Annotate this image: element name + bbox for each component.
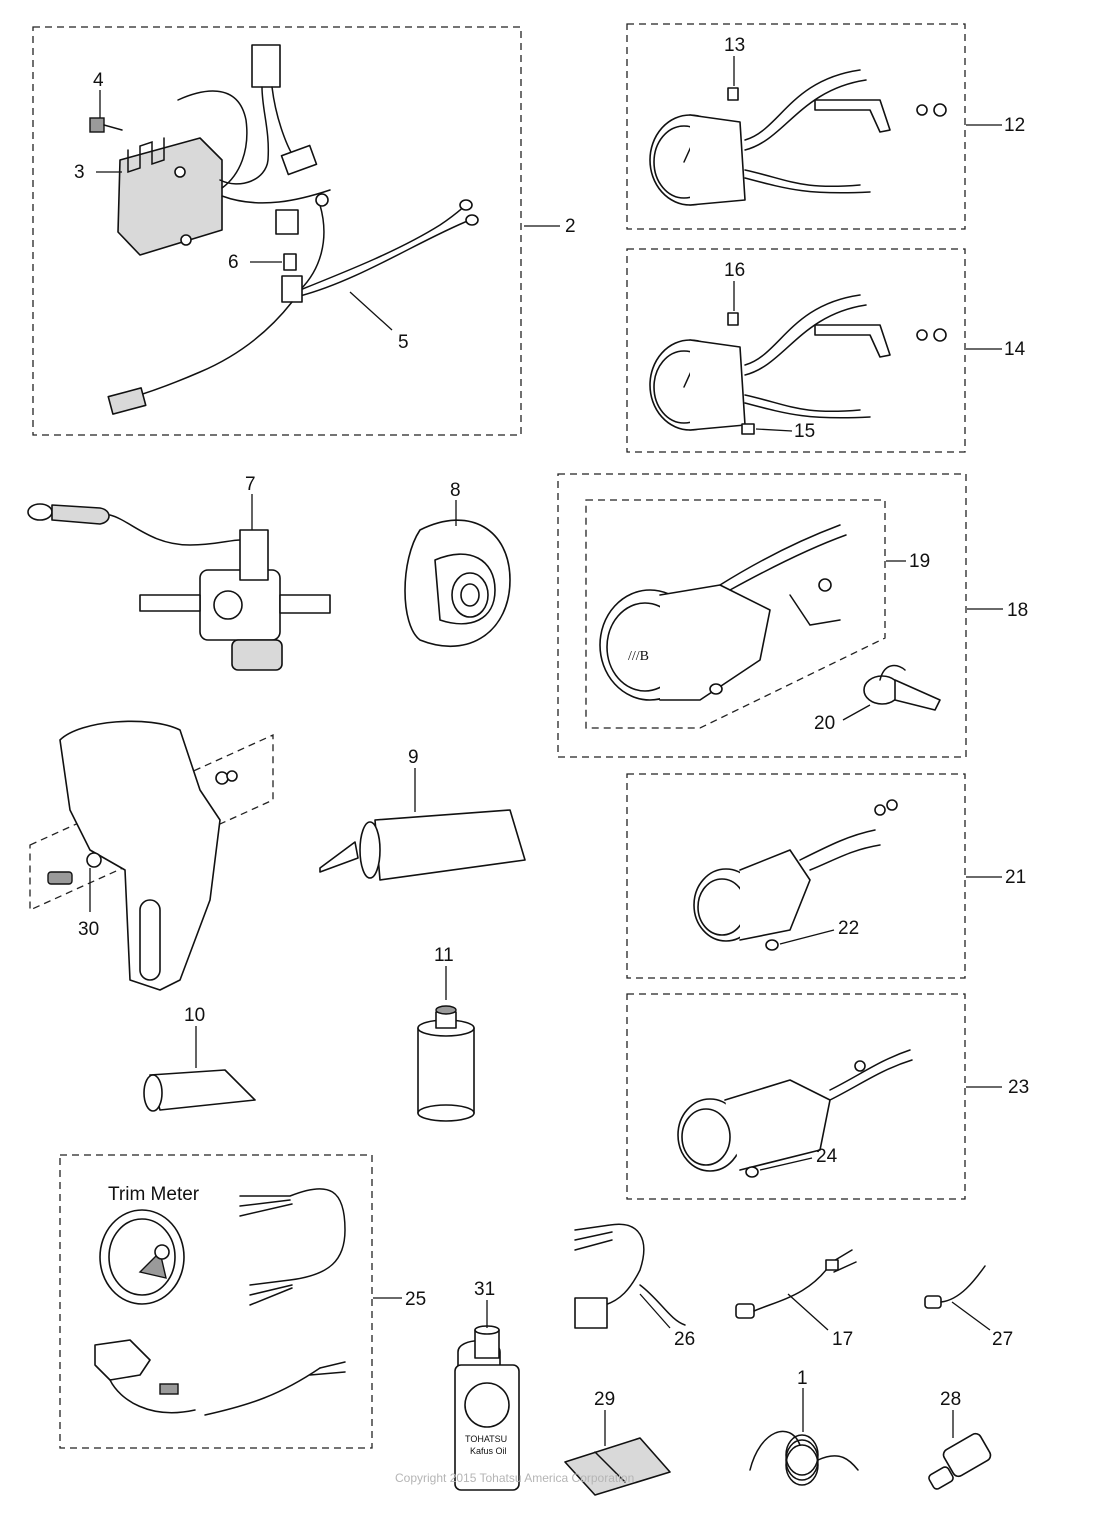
bracket-30 xyxy=(47,720,238,991)
callout-6: 6 xyxy=(228,252,239,273)
wire-harness xyxy=(107,44,479,415)
sensor-27 xyxy=(924,1265,986,1309)
trim-meter-caption: Trim Meter xyxy=(108,1184,200,1205)
callout-3: 3 xyxy=(74,162,85,183)
callout-25: 25 xyxy=(405,1289,426,1310)
assembly-box-25 xyxy=(59,1154,373,1449)
callout-22: 22 xyxy=(838,918,859,939)
callout-20: 20 xyxy=(814,713,835,734)
spring-1 xyxy=(749,1430,859,1486)
callout-10: 10 xyxy=(184,1005,205,1026)
assembly-box-18 xyxy=(557,473,967,758)
callout-23: 23 xyxy=(1008,1077,1029,1098)
panel-plate-8 xyxy=(404,519,511,648)
callout-4: 4 xyxy=(93,70,104,91)
gauge-23 xyxy=(677,1049,913,1178)
gauge-14 xyxy=(649,294,947,435)
callout-11: 11 xyxy=(434,945,454,966)
callout-31: 31 xyxy=(474,1279,495,1300)
sheet-29 xyxy=(564,1437,671,1496)
callout-9: 9 xyxy=(408,747,419,768)
can-label-line1: TOHATSU xyxy=(465,1434,507,1444)
can-label-line2: Kafus Oil xyxy=(470,1446,507,1456)
assembly-box-23 xyxy=(626,993,966,1200)
callout-12: 12 xyxy=(1004,115,1025,136)
copyright-watermark: Copyright 2015 Tohatsu America Corporati… xyxy=(395,1471,634,1485)
callout-26: 26 xyxy=(674,1329,695,1350)
callout-15: 15 xyxy=(794,421,815,442)
callout-17: 17 xyxy=(832,1329,853,1350)
bolt-4 xyxy=(89,117,123,133)
callout-14: 14 xyxy=(1004,339,1026,360)
cable-17 xyxy=(735,1249,857,1319)
callout-27: 27 xyxy=(992,1329,1013,1350)
gauge-12 xyxy=(649,69,947,206)
callout-8: 8 xyxy=(450,480,461,501)
assembly-box-12 xyxy=(626,23,966,230)
oil-can-31 xyxy=(454,1325,520,1491)
small-tube-10 xyxy=(143,1069,256,1112)
plug-28 xyxy=(928,1432,992,1490)
key-switch-7 xyxy=(27,503,331,671)
callout-16: 16 xyxy=(724,260,745,281)
callout-5: 5 xyxy=(398,332,409,353)
callout-1: 1 xyxy=(797,1368,808,1389)
callout-29: 29 xyxy=(594,1389,615,1410)
grease-tube-9 xyxy=(319,809,526,881)
oil-can-11 xyxy=(417,1005,475,1122)
callout-30: 30 xyxy=(78,919,99,940)
callout-24: 24 xyxy=(816,1146,838,1167)
gauge-logo-18: ///B xyxy=(628,649,649,664)
callout-13: 13 xyxy=(724,35,745,56)
callout-21: 21 xyxy=(1005,867,1026,888)
leader-lines xyxy=(89,56,1003,1446)
gauge-21 xyxy=(693,799,898,951)
gauge-18 xyxy=(599,524,847,701)
rectifier-regulator xyxy=(117,137,223,256)
callout-7: 7 xyxy=(245,474,256,495)
assembly-box-14 xyxy=(626,248,966,453)
fuse-6 xyxy=(283,253,297,271)
trim-meter-25 xyxy=(94,1188,346,1416)
connector-26 xyxy=(574,1223,686,1329)
sender-20 xyxy=(863,664,941,711)
assembly-box-21 xyxy=(626,773,966,979)
assembly-box-19 xyxy=(585,499,886,729)
assembly-box-2 xyxy=(32,26,522,436)
callout-2: 2 xyxy=(565,216,576,237)
callout-18: 18 xyxy=(1007,600,1028,621)
callout-28: 28 xyxy=(940,1389,961,1410)
callout-19: 19 xyxy=(909,551,930,572)
